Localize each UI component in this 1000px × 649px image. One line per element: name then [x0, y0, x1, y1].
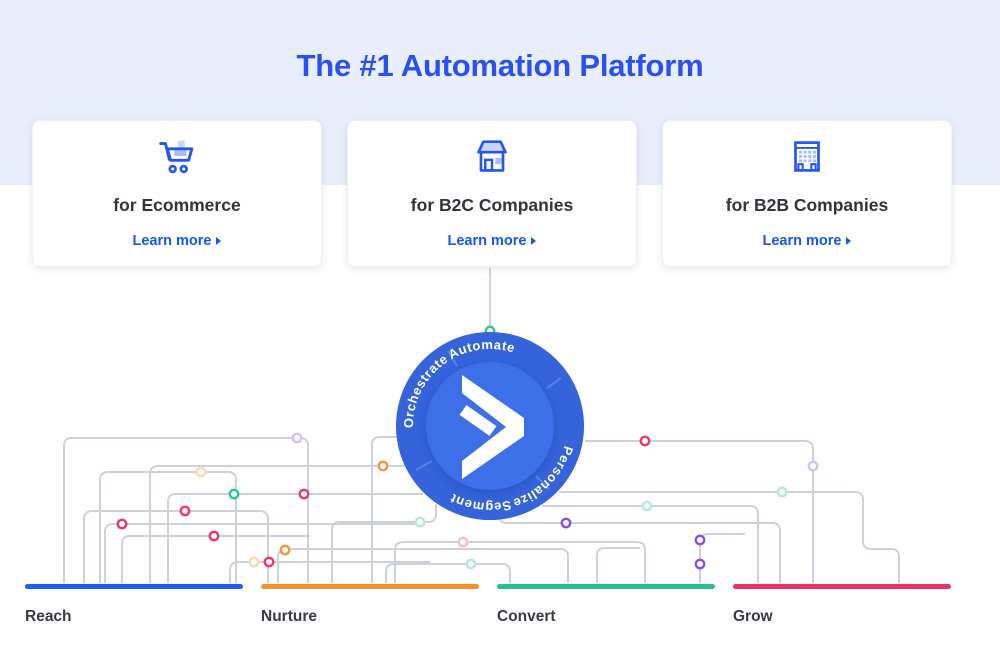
node-dot-purple [694, 534, 706, 546]
hub-ring-ticks [415, 350, 562, 490]
network-nodes [116, 325, 819, 570]
funnel-bar-grow [733, 584, 951, 589]
node-dot-orange-faded [195, 466, 207, 478]
funnel-bar-nurture [261, 584, 479, 589]
node-dot-teal-faded [414, 516, 426, 528]
node-dot-purple [560, 517, 572, 529]
hub-word-segment: Segment [447, 491, 512, 515]
node-dot-teal-faded [776, 486, 788, 498]
node-dot-teal-faded [465, 558, 477, 570]
node-dot-teal-faded [641, 500, 653, 512]
funnel-label-reach: Reach [25, 608, 72, 625]
network-lines [63, 436, 900, 583]
card-b2c[interactable]: for B2C Companies Learn more [347, 120, 637, 267]
node-dot-purple [694, 558, 706, 570]
node-dot-red [298, 488, 310, 500]
node-dot-red [639, 435, 651, 447]
funnel-label-nurture: Nurture [261, 608, 317, 625]
arrow-right-icon [846, 237, 852, 245]
node-dot-teal [228, 488, 240, 500]
node-dot-purple-faded [807, 460, 819, 472]
node-dot-red [263, 556, 275, 568]
node-dot-red [208, 530, 220, 542]
arrow-right-icon [531, 237, 537, 245]
automation-hub-circle: Orchestrate Automate Personalize Segment [396, 332, 584, 520]
card-b2b-learn-more-link[interactable]: Learn more [663, 233, 951, 249]
audience-cards-row: for Ecommerce Learn more for B2C Compani… [32, 120, 952, 267]
card-b2c-learn-more-link[interactable]: Learn more [348, 233, 636, 249]
node-dot-orange [377, 460, 389, 472]
hub-word-orchestrate: Orchestrate [401, 351, 451, 428]
page-title: The #1 Automation Platform [296, 47, 704, 83]
hub-outer-ring [396, 332, 584, 520]
card-ecommerce[interactable]: for Ecommerce Learn more [32, 120, 322, 267]
node-dot-orange [279, 544, 291, 556]
office-building-icon [663, 134, 951, 180]
node-dot-teal [484, 325, 496, 337]
node-dot-pink-faded [457, 536, 469, 548]
funnel-label-grow: Grow [733, 608, 773, 625]
card-ecommerce-learn-more-link[interactable]: Learn more [33, 233, 321, 249]
card-b2b[interactable]: for B2B Companies Learn more [662, 120, 952, 267]
activecampaign-chevron-logo [459, 375, 524, 479]
card-b2b-title: for B2B Companies [725, 195, 889, 215]
card-ecommerce-title: for Ecommerce [113, 195, 241, 215]
hub-word-automate: Automate [446, 337, 517, 362]
node-dot-red [179, 505, 191, 517]
shopping-cart-icon [33, 134, 321, 180]
storefront-icon [348, 134, 636, 180]
node-dot-purple-faded [291, 432, 303, 444]
node-dot-orange-faded [248, 556, 260, 568]
hub-inner-disc [426, 362, 554, 490]
funnel-label-convert: Convert [497, 608, 556, 625]
card-b2c-title: for B2C Companies [410, 195, 574, 215]
node-dot-red [116, 518, 128, 530]
hub-word-personalize: Personalize [511, 444, 576, 511]
funnel-bar-convert [497, 584, 715, 589]
funnel-bar-reach [25, 584, 243, 589]
arrow-right-icon [216, 237, 222, 245]
